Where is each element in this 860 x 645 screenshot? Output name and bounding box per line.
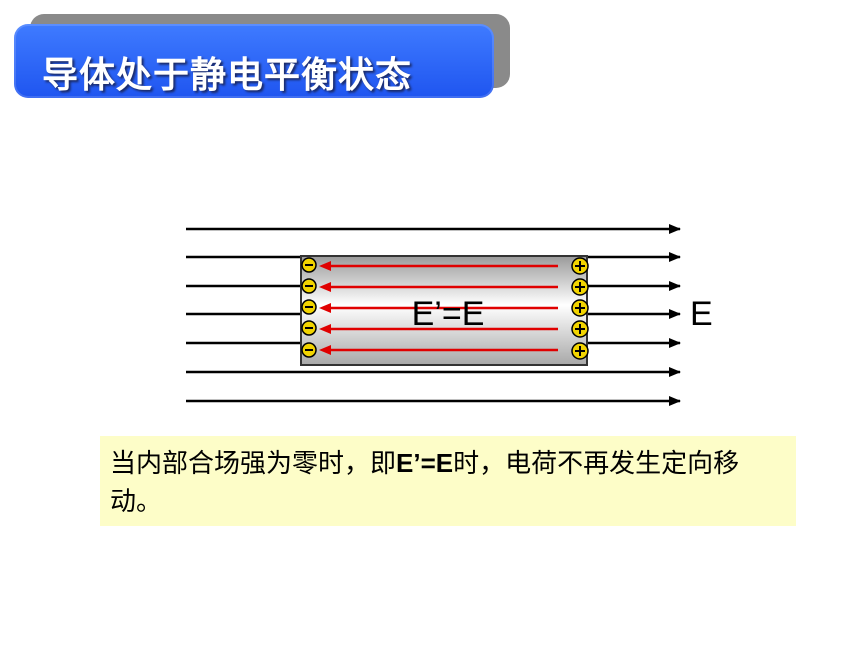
induced-field-lines [319, 261, 558, 355]
negative-charge-icon [301, 299, 317, 315]
positive-charge-icon [571, 299, 589, 317]
page-title: 导体处于静电平衡状态 [42, 55, 413, 96]
caption-part2: 时，电荷不再发生定向移动。 [110, 449, 740, 517]
positive-charges [571, 257, 589, 360]
negative-charges [301, 257, 317, 358]
inner-field-label: E’=E [412, 295, 485, 333]
title-box: 导体处于静电平衡状态 [14, 24, 494, 98]
negative-charge-icon [301, 278, 317, 294]
caption-part1: 当内部合场强为零时，即 [110, 449, 397, 479]
caption-formula: E’=E [396, 448, 454, 478]
positive-charge-icon [571, 278, 589, 296]
caption-text: 当内部合场强为零时，即E’=E时，电荷不再发生定向移动。 [110, 444, 790, 521]
positive-charge-icon [571, 257, 589, 275]
negative-charge-icon [301, 320, 317, 336]
negative-charge-icon [301, 257, 317, 273]
outer-field-label: E [690, 295, 713, 333]
caption-box: 当内部合场强为零时，即E’=E时，电荷不再发生定向移动。 [100, 436, 796, 526]
positive-charge-icon [571, 320, 589, 338]
title-banner: 导体处于静电平衡状态 [14, 14, 510, 100]
positive-charge-icon [571, 342, 589, 360]
conductor-slab [300, 255, 588, 366]
negative-charge-icon [301, 342, 317, 358]
